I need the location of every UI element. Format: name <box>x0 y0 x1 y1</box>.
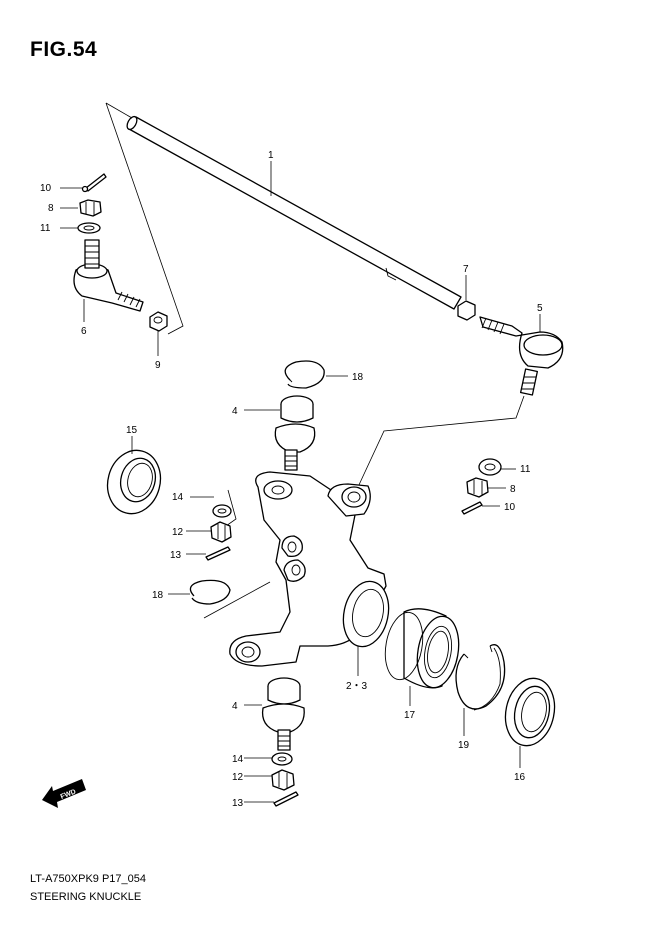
callout-13-mid: 13 <box>170 550 182 561</box>
callout-9: 9 <box>155 360 161 371</box>
callout-2-3: 2・3 <box>346 681 368 692</box>
callout-7: 7 <box>463 264 469 275</box>
callout-14-mid: 14 <box>172 492 184 503</box>
castle-nut-right <box>466 477 489 498</box>
wheel-bearing <box>384 608 460 689</box>
callout-18-upper: 18 <box>352 372 364 383</box>
callout-4-upper: 4 <box>232 406 238 417</box>
tie-rod-end-left <box>73 239 144 312</box>
tie-rod <box>126 115 462 310</box>
figure-title: FIG.54 <box>30 38 98 61</box>
callout-6: 6 <box>81 326 87 337</box>
ball-joint-lower <box>261 677 305 751</box>
castle-nut-lower <box>271 769 295 791</box>
callout-16: 16 <box>514 772 526 783</box>
dust-seal-right <box>504 677 556 747</box>
washer-mid-left <box>212 504 232 518</box>
ball-joint-upper <box>274 395 316 471</box>
nut-right-tie-rod <box>457 300 476 321</box>
callout-11-upper: 11 <box>40 223 51 234</box>
callout-8-right: 8 <box>510 484 516 495</box>
callout-12-lower: 12 <box>232 772 244 783</box>
callout-8-upper: 8 <box>48 203 54 214</box>
snap-ring-upper <box>284 360 325 389</box>
castle-nut-mid-left <box>210 521 232 543</box>
washer-right <box>478 458 502 476</box>
snap-ring-lower <box>189 579 231 605</box>
phantom-lines <box>105 102 525 619</box>
section-name: STEERING KNUCKLE <box>30 891 142 903</box>
dust-seal-left <box>106 449 162 515</box>
tie-rod-end-right <box>479 316 564 396</box>
callout-labels: 1 10 8 11 6 9 7 5 18 4 15 11 8 14 10 12 … <box>40 150 543 809</box>
callout-15: 15 <box>126 425 138 436</box>
washer-upper-left <box>77 222 101 234</box>
cotter-pin-lower <box>273 791 299 807</box>
callout-13-lower: 13 <box>232 798 244 809</box>
cotter-pin-right <box>461 501 483 515</box>
cotter-pin-mid-left <box>205 546 231 561</box>
callout-4-lower: 4 <box>232 701 238 712</box>
callout-5: 5 <box>537 303 543 314</box>
washer-lower <box>271 752 293 766</box>
castle-nut-upper-left <box>79 199 102 217</box>
cotter-pin-upper-left <box>81 173 107 193</box>
callout-12-mid: 12 <box>172 527 184 538</box>
callout-19: 19 <box>458 740 470 751</box>
circlip <box>455 644 506 711</box>
nut-left <box>149 311 168 332</box>
forward-direction-arrow: FWD <box>42 779 86 808</box>
steering-knuckle <box>229 471 390 667</box>
callout-11-right: 11 <box>520 464 531 475</box>
callout-1: 1 <box>268 150 274 161</box>
callout-10-upper: 10 <box>40 183 52 194</box>
model-code: LT-A750XPK9 P17_054 <box>30 873 146 885</box>
callout-17: 17 <box>404 710 416 721</box>
callout-10-right: 10 <box>504 502 516 513</box>
callout-14-lower: 14 <box>232 754 244 765</box>
callout-leaders <box>60 161 541 803</box>
callout-18-lower: 18 <box>152 590 164 601</box>
